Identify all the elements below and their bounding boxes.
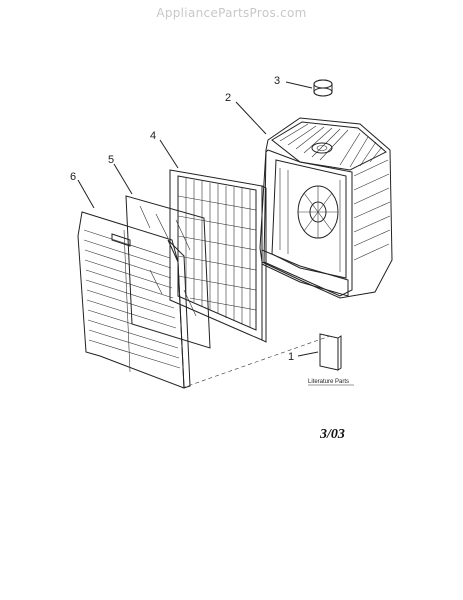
callout-1: 1 [288, 351, 294, 363]
leader-lines [77, 81, 319, 357]
callout-2: 2 [225, 92, 231, 104]
control-knob-part[interactable] [313, 79, 333, 97]
callout-3: 3 [274, 75, 280, 87]
callout-5: 5 [108, 154, 114, 166]
callout-6: 6 [70, 171, 76, 183]
filter-frame-part[interactable] [169, 169, 267, 343]
watermark: AppliancePartsPros.com [156, 6, 307, 20]
front-grille-part[interactable] [77, 211, 191, 389]
literature-parts-label: Literature Parts [308, 379, 349, 385]
pre-filter-sheet-part[interactable] [125, 195, 211, 349]
literature-card-part[interactable] [319, 333, 342, 371]
alignment-dashed-line [181, 335, 331, 389]
callout-4: 4 [150, 130, 156, 142]
housing-part[interactable] [259, 117, 393, 299]
date-code: 3/03 [319, 427, 345, 442]
